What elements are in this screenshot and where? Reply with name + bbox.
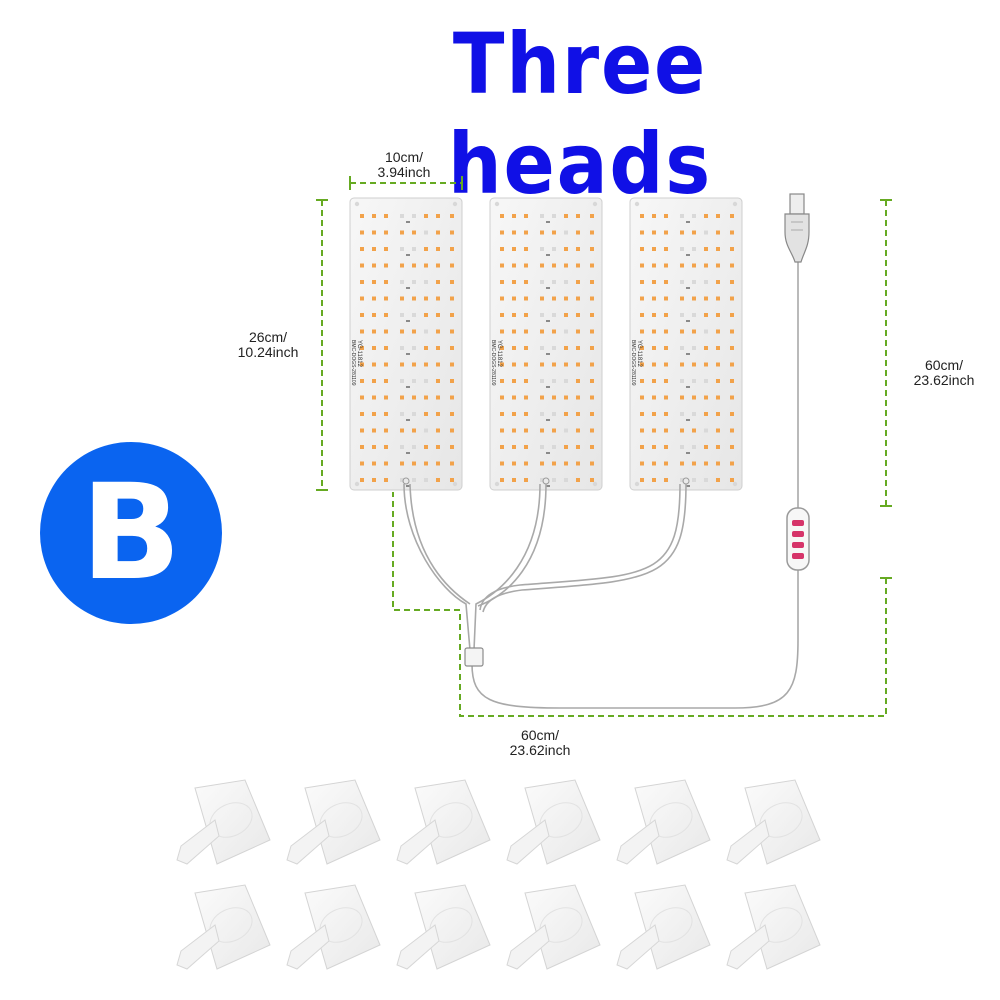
controller-button-2 xyxy=(792,531,804,537)
panel-batch-label: BMC-DOGS-281109 xyxy=(630,340,636,386)
suction-cup-clips xyxy=(176,779,821,970)
power-cables xyxy=(403,260,799,709)
cable-panel-1 xyxy=(403,483,471,651)
controller-button-1 xyxy=(792,520,804,526)
suction-cup-clip xyxy=(726,884,821,970)
panel-model-label: YG-11812 xyxy=(636,340,642,368)
cable-height-label: 60cm/ 23.62inch xyxy=(913,357,975,388)
panel-height-label: 26cm/ 10.24inch xyxy=(237,329,299,360)
dimension-lines xyxy=(316,176,892,717)
cable-length-label: 60cm/ 23.62inch xyxy=(509,727,571,758)
panel-model-label: YG-11812 xyxy=(496,340,502,368)
panel-batch-label: BMC-DOGS-281109 xyxy=(490,340,496,386)
suction-cup-clip xyxy=(176,779,271,865)
suction-cup-clip xyxy=(396,779,491,865)
panel-model-label: YG-11812 xyxy=(356,340,362,368)
panel-width-label: 10cm/ 3.94inch xyxy=(377,149,431,180)
main-cable xyxy=(471,568,799,709)
variant-badge: B xyxy=(40,442,222,624)
page-title: Three heads xyxy=(447,15,713,213)
cable-panel-2 xyxy=(473,483,541,651)
suction-cup-clip xyxy=(616,779,711,865)
suction-cup-clip xyxy=(286,884,381,970)
cable-length-line xyxy=(392,492,887,717)
controller-button-4 xyxy=(792,553,804,559)
suction-cup-clip xyxy=(396,884,491,970)
panel-batch-label: BMC-DOGS-281109 xyxy=(350,340,356,386)
usb-plug xyxy=(784,193,810,263)
cable-splitter xyxy=(464,647,484,667)
timer-controller xyxy=(786,507,810,571)
cable-panel-3 xyxy=(479,483,681,611)
suction-cup-clip xyxy=(726,779,821,865)
suction-cup-clip xyxy=(286,779,381,865)
suction-cup-clip xyxy=(616,884,711,970)
controller-button-3 xyxy=(792,542,804,548)
suction-cup-clip xyxy=(506,884,601,970)
suction-cup-clip xyxy=(176,884,271,970)
suction-cup-clip xyxy=(506,779,601,865)
